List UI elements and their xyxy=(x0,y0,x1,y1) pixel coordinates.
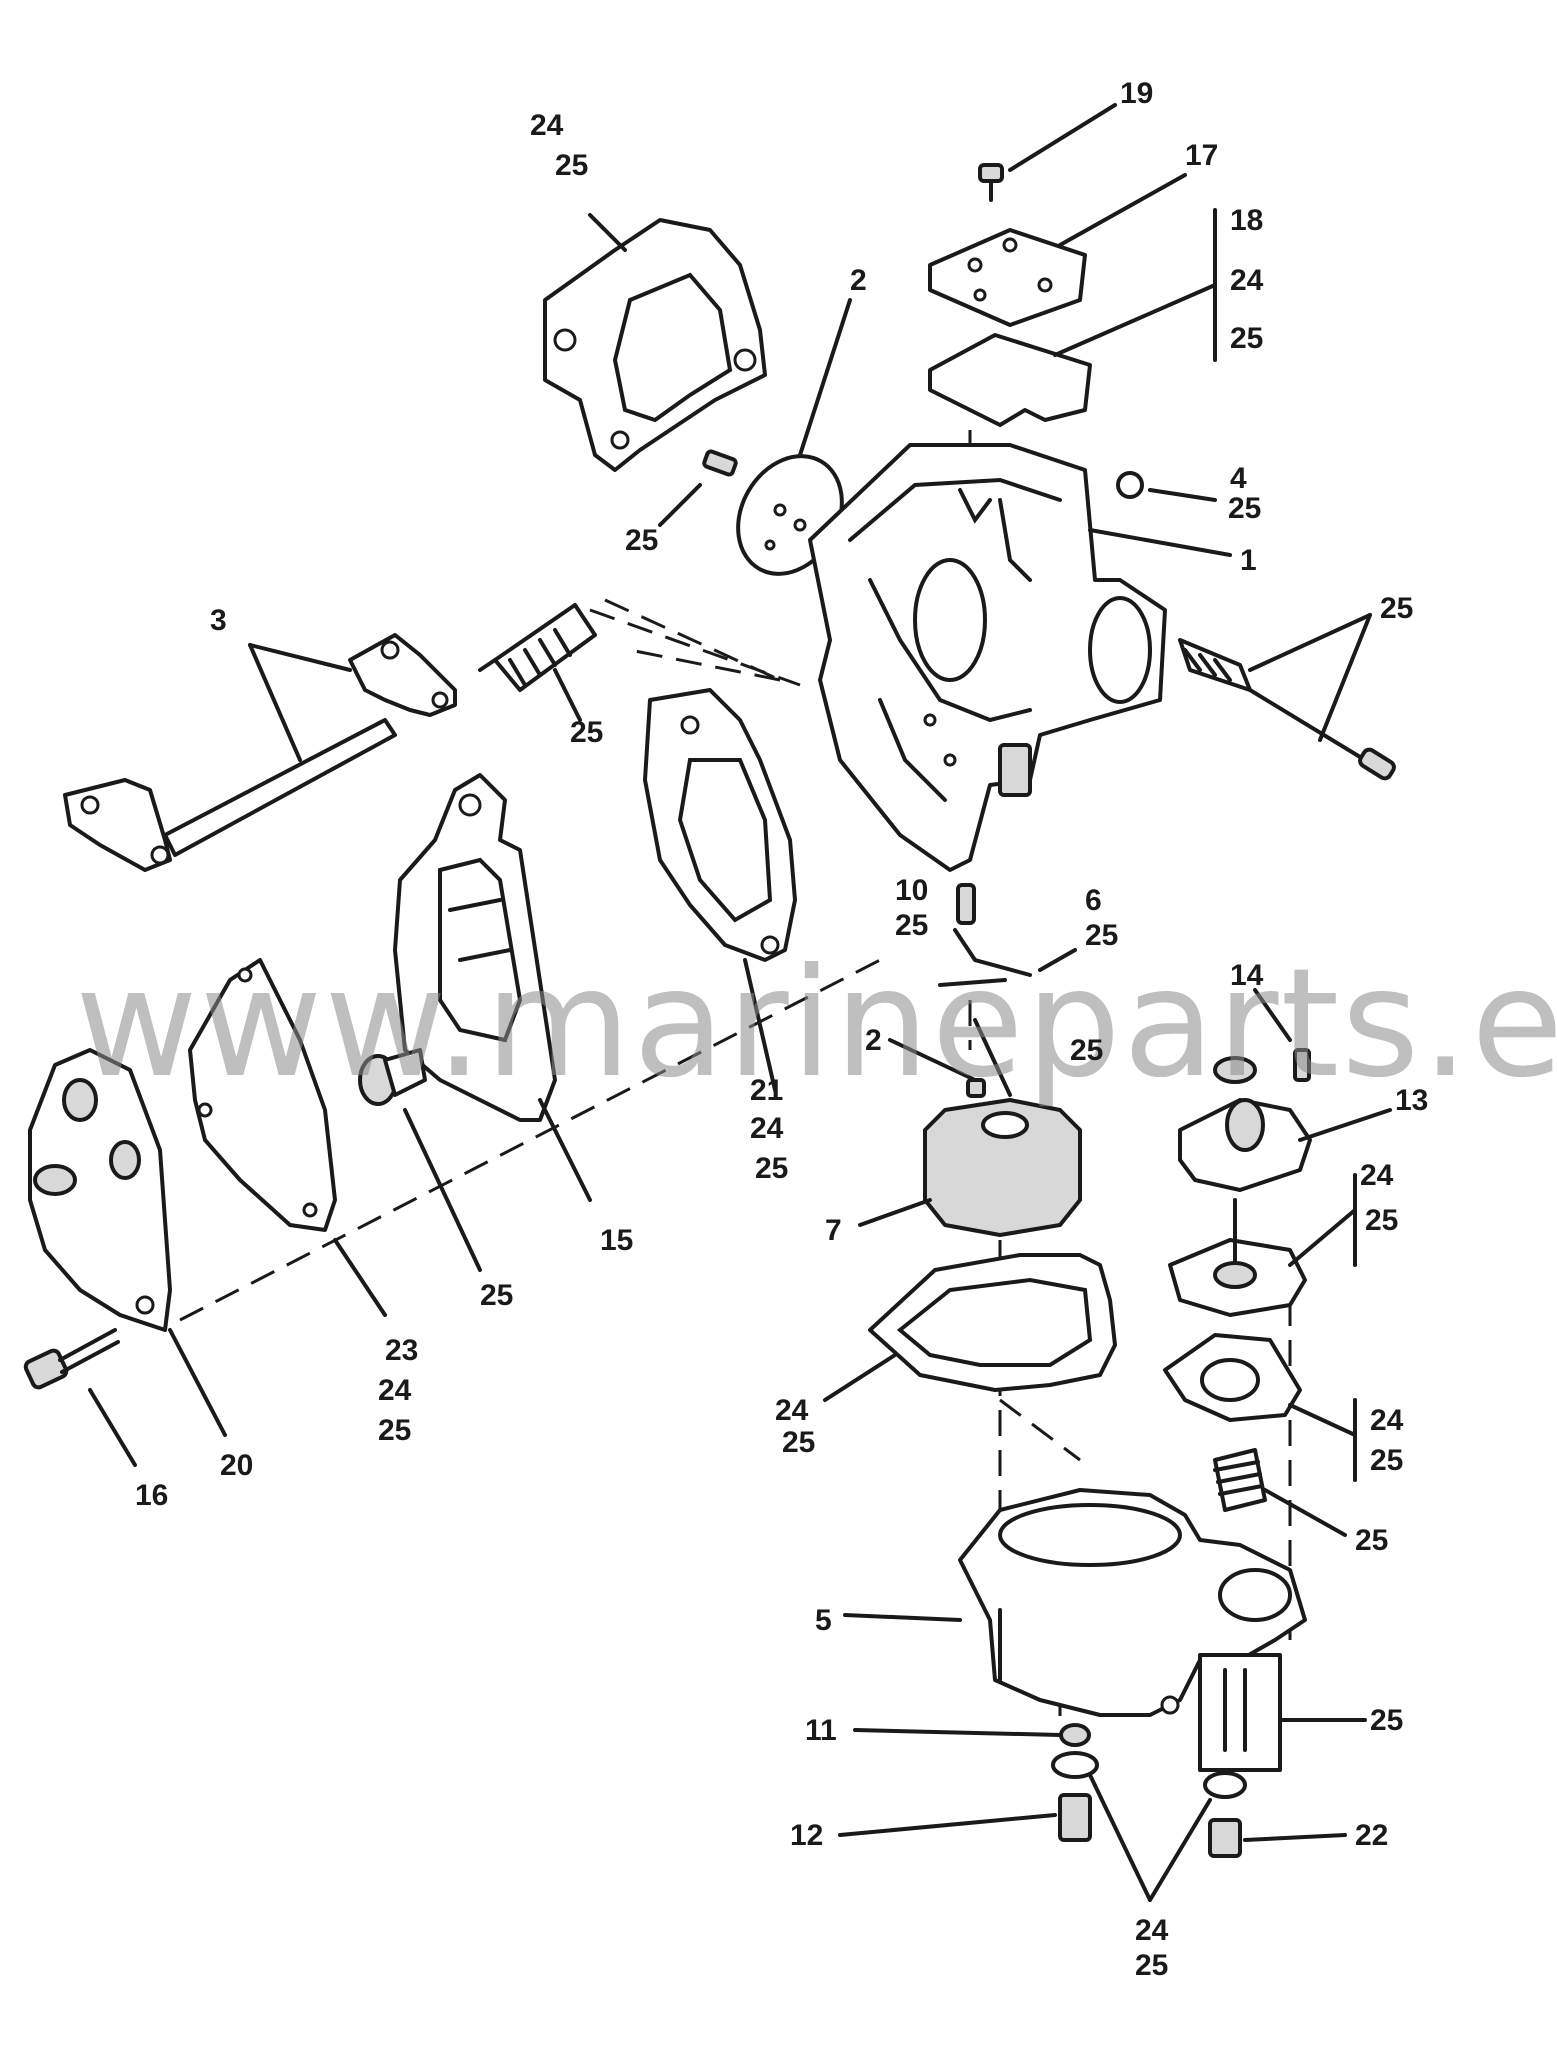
callout-21-25: 25 xyxy=(755,1152,788,1185)
part-accelerator-gasket xyxy=(1163,1333,1357,1482)
callout-23: 23 xyxy=(385,1334,418,1367)
callout-10-25: 25 xyxy=(895,909,928,942)
part-19-screw xyxy=(978,103,1117,202)
watermark-text: www.marineparts.eu xyxy=(75,937,1557,1111)
callout-25-needle: 25 xyxy=(1380,592,1413,625)
part-16-bolt xyxy=(23,1328,137,1467)
callout-2x-25: 25 xyxy=(1070,1034,1103,1067)
callout-6: 6 xyxy=(1085,884,1102,917)
callout-13-25: 25 xyxy=(1365,1204,1398,1237)
callout-labels: 19 17 18 24 25 24 25 2 25 4 25 1 25 3 25… xyxy=(135,77,1428,1982)
callout-17: 17 xyxy=(1185,139,1218,172)
callout-20: 20 xyxy=(220,1449,253,1482)
part-21-gasket xyxy=(643,688,797,1092)
part-11-screw xyxy=(853,1723,1091,1747)
part-accelerator-diaphragm xyxy=(1168,1173,1357,1317)
callout-12: 12 xyxy=(790,1819,823,1852)
callout-3: 3 xyxy=(210,604,227,637)
part-17-cover-plate xyxy=(928,173,1187,327)
callout-11: 11 xyxy=(805,1714,837,1747)
part-23-pump-diaphragm xyxy=(188,958,387,1317)
callout-gasket-25: 25 xyxy=(555,149,588,182)
callout-bowl-gasket-24: 24 xyxy=(775,1394,809,1427)
callout-15: 15 xyxy=(600,1224,633,1257)
callout-washer-24: 24 xyxy=(1135,1914,1169,1947)
callout-25-spring: 25 xyxy=(570,716,603,749)
callout-7: 7 xyxy=(825,1214,842,1247)
washer-leader-lines xyxy=(1088,1773,1212,1902)
callout-18-25: 25 xyxy=(1230,322,1263,355)
callout-18-24: 24 xyxy=(1230,264,1264,297)
callout-10: 10 xyxy=(895,874,928,907)
callout-2: 2 xyxy=(850,264,867,297)
callout-18: 18 xyxy=(1230,204,1263,237)
part-accelerator-spring xyxy=(1213,1448,1347,1537)
part-14-screw xyxy=(1213,988,1311,1084)
callout-16: 16 xyxy=(135,1479,168,1512)
part-6-float-pin xyxy=(938,928,1077,987)
callout-25-spring-right: 25 xyxy=(1355,1524,1388,1557)
part-2-inlet-pin xyxy=(888,1018,1012,1098)
callout-19: 19 xyxy=(1120,77,1153,110)
callout-5: 5 xyxy=(815,1604,832,1637)
callout-1: 1 xyxy=(1240,544,1257,577)
part-25-idle-needle xyxy=(1178,613,1396,781)
part-25-small-screw xyxy=(658,449,738,527)
callout-4-25: 25 xyxy=(1228,492,1261,525)
part-15-fuel-pump-body xyxy=(393,773,592,1202)
part-25-label-card xyxy=(1198,1653,1367,1772)
part-7-float xyxy=(858,1098,1082,1237)
part-gasket-top-left xyxy=(543,213,767,472)
part-13-accelerator-cover xyxy=(1178,1098,1392,1192)
callout-gasket-24: 24 xyxy=(530,109,564,142)
part-1-carburetor-body xyxy=(808,443,1232,872)
part-10-needle-valve xyxy=(956,883,976,925)
part-25-check-valve xyxy=(358,1048,482,1272)
callout-25-valve: 25 xyxy=(480,1279,513,1312)
callout-14: 14 xyxy=(1230,959,1264,992)
part-4-fitting xyxy=(1116,471,1217,502)
callout-21-24: 24 xyxy=(750,1112,784,1145)
callout-25-card: 25 xyxy=(1370,1704,1403,1737)
callout-gasket-right-24: 24 xyxy=(1370,1404,1404,1437)
callout-washer-25: 25 xyxy=(1135,1949,1168,1982)
part-25-throttle-spring xyxy=(478,603,597,722)
callout-23-24: 24 xyxy=(378,1374,412,1407)
callout-6-25: 25 xyxy=(1085,919,1118,952)
part-3-throttle-shaft xyxy=(63,633,457,872)
callout-21: 21 xyxy=(750,1074,783,1107)
part-12-main-jet xyxy=(838,1751,1099,1842)
callout-23-25: 25 xyxy=(378,1414,411,1447)
callout-gasket-right-25: 25 xyxy=(1370,1444,1403,1477)
part-20-pump-cover xyxy=(28,1048,227,1437)
callout-4: 4 xyxy=(1230,462,1247,495)
callout-22: 22 xyxy=(1355,1819,1388,1852)
callout-2x: 2 xyxy=(865,1024,882,1057)
part-22-plug xyxy=(1203,1771,1347,1858)
part-18-gasket xyxy=(928,208,1217,427)
callout-13-24: 24 xyxy=(1360,1159,1394,1192)
callout-bowl-gasket-25: 25 xyxy=(782,1426,815,1459)
callout-25-screw: 25 xyxy=(625,524,658,557)
part-bowl-gasket xyxy=(823,1253,1117,1402)
callout-13: 13 xyxy=(1395,1084,1428,1117)
